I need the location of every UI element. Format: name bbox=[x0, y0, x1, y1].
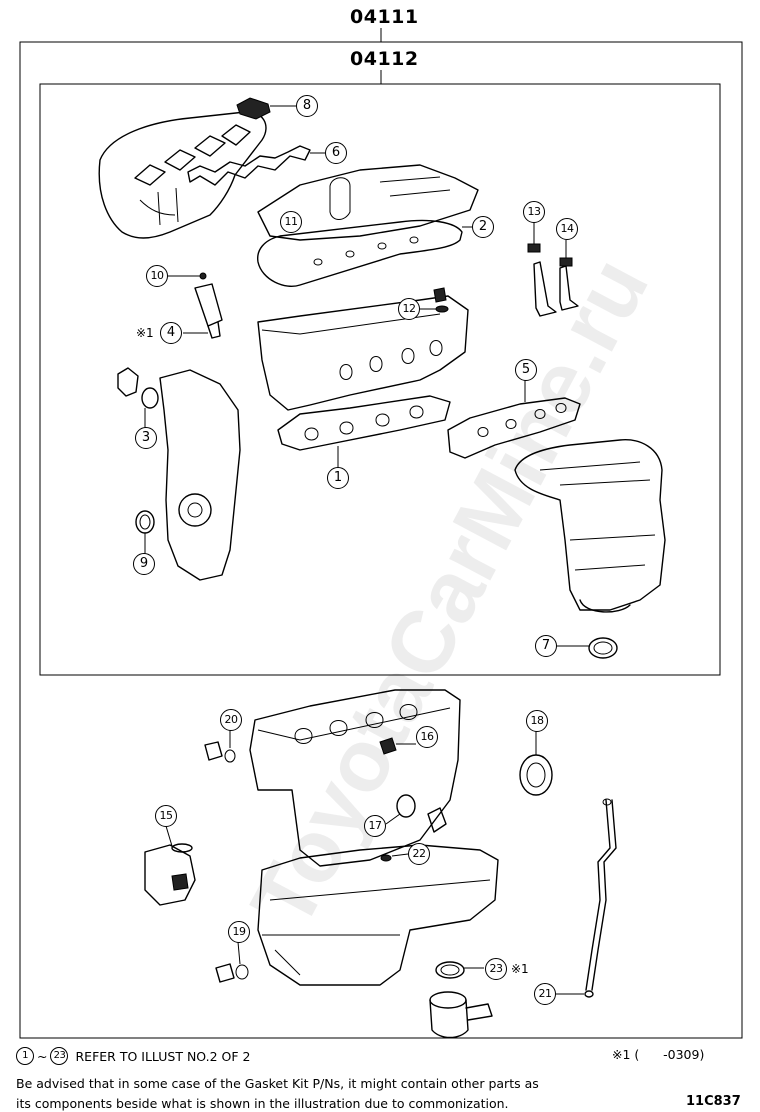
advice-line-1: Be advised that in some case of the Gask… bbox=[16, 1076, 539, 1091]
gasket-6-shape bbox=[187, 145, 311, 186]
range-note: 1 ~ 23 REFER TO ILLUST NO.2 OF 2 bbox=[16, 1047, 250, 1065]
head-gasket-shape bbox=[277, 395, 451, 451]
inner-kit-frame bbox=[39, 83, 721, 676]
star-mark-23: ※1 bbox=[511, 962, 529, 976]
callout-20[interactable]: 20 bbox=[220, 709, 242, 731]
range-from-badge: 1 bbox=[16, 1047, 34, 1065]
callout-12[interactable]: 12 bbox=[398, 298, 420, 320]
callout-18[interactable]: 18 bbox=[526, 710, 548, 732]
callout-16[interactable]: 16 bbox=[416, 726, 438, 748]
callout-6[interactable]: 6 bbox=[325, 142, 347, 164]
head-cover-drawing bbox=[257, 164, 479, 241]
callout-21[interactable]: 21 bbox=[534, 983, 556, 1005]
exhaust-gasket-shape bbox=[447, 397, 581, 459]
callout-9[interactable]: 9 bbox=[133, 553, 155, 575]
callout-13[interactable]: 13 bbox=[523, 201, 545, 223]
callout-23[interactable]: 23 bbox=[485, 958, 507, 980]
callout-19[interactable]: 19 bbox=[228, 921, 250, 943]
timing-cover-drawing bbox=[117, 367, 241, 581]
outer-kit-frame bbox=[19, 41, 743, 1039]
oil-filter-drawing bbox=[429, 991, 493, 1039]
callout-10[interactable]: 10 bbox=[146, 265, 168, 287]
callout-5[interactable]: 5 bbox=[515, 359, 537, 381]
callout-22[interactable]: 22 bbox=[408, 843, 430, 865]
range-separator: ~ bbox=[37, 1048, 48, 1064]
cylinder-block-drawing bbox=[249, 689, 461, 867]
range-to-badge: 23 bbox=[50, 1047, 69, 1065]
valves-drawing bbox=[527, 222, 579, 317]
range-text: REFER TO ILLUST NO.2 OF 2 bbox=[75, 1048, 251, 1064]
callout-14[interactable]: 14 bbox=[556, 218, 578, 240]
callout-11[interactable]: 11 bbox=[280, 211, 302, 233]
intake-manifold-drawing bbox=[98, 111, 267, 239]
callout-4[interactable]: 4 bbox=[160, 322, 182, 344]
oil-pan-drawing bbox=[257, 844, 499, 986]
callout-15[interactable]: 15 bbox=[155, 805, 177, 827]
callout-17[interactable]: 17 bbox=[364, 815, 386, 837]
callout-7[interactable]: 7 bbox=[535, 635, 557, 657]
callout-8[interactable]: 8 bbox=[296, 95, 318, 117]
advice-line-2: its components beside what is shown in t… bbox=[16, 1096, 509, 1111]
callout-2[interactable]: 2 bbox=[472, 216, 494, 238]
exhaust-manifold-drawing bbox=[514, 439, 666, 613]
figure-id: 11C837 bbox=[686, 1094, 741, 1109]
callout-1[interactable]: 1 bbox=[327, 467, 349, 489]
kit-code-inner: 04112 bbox=[350, 48, 419, 70]
star-mark-4: ※1 bbox=[136, 326, 154, 340]
kit-code-outer: 04111 bbox=[350, 6, 419, 28]
dipstick-shape bbox=[585, 799, 611, 991]
cylinder-head-drawing bbox=[257, 295, 469, 411]
head-cover-gasket-shape bbox=[257, 219, 463, 287]
footnote: ※1 ( -0309) bbox=[612, 1047, 705, 1062]
callout-3[interactable]: 3 bbox=[135, 427, 157, 449]
